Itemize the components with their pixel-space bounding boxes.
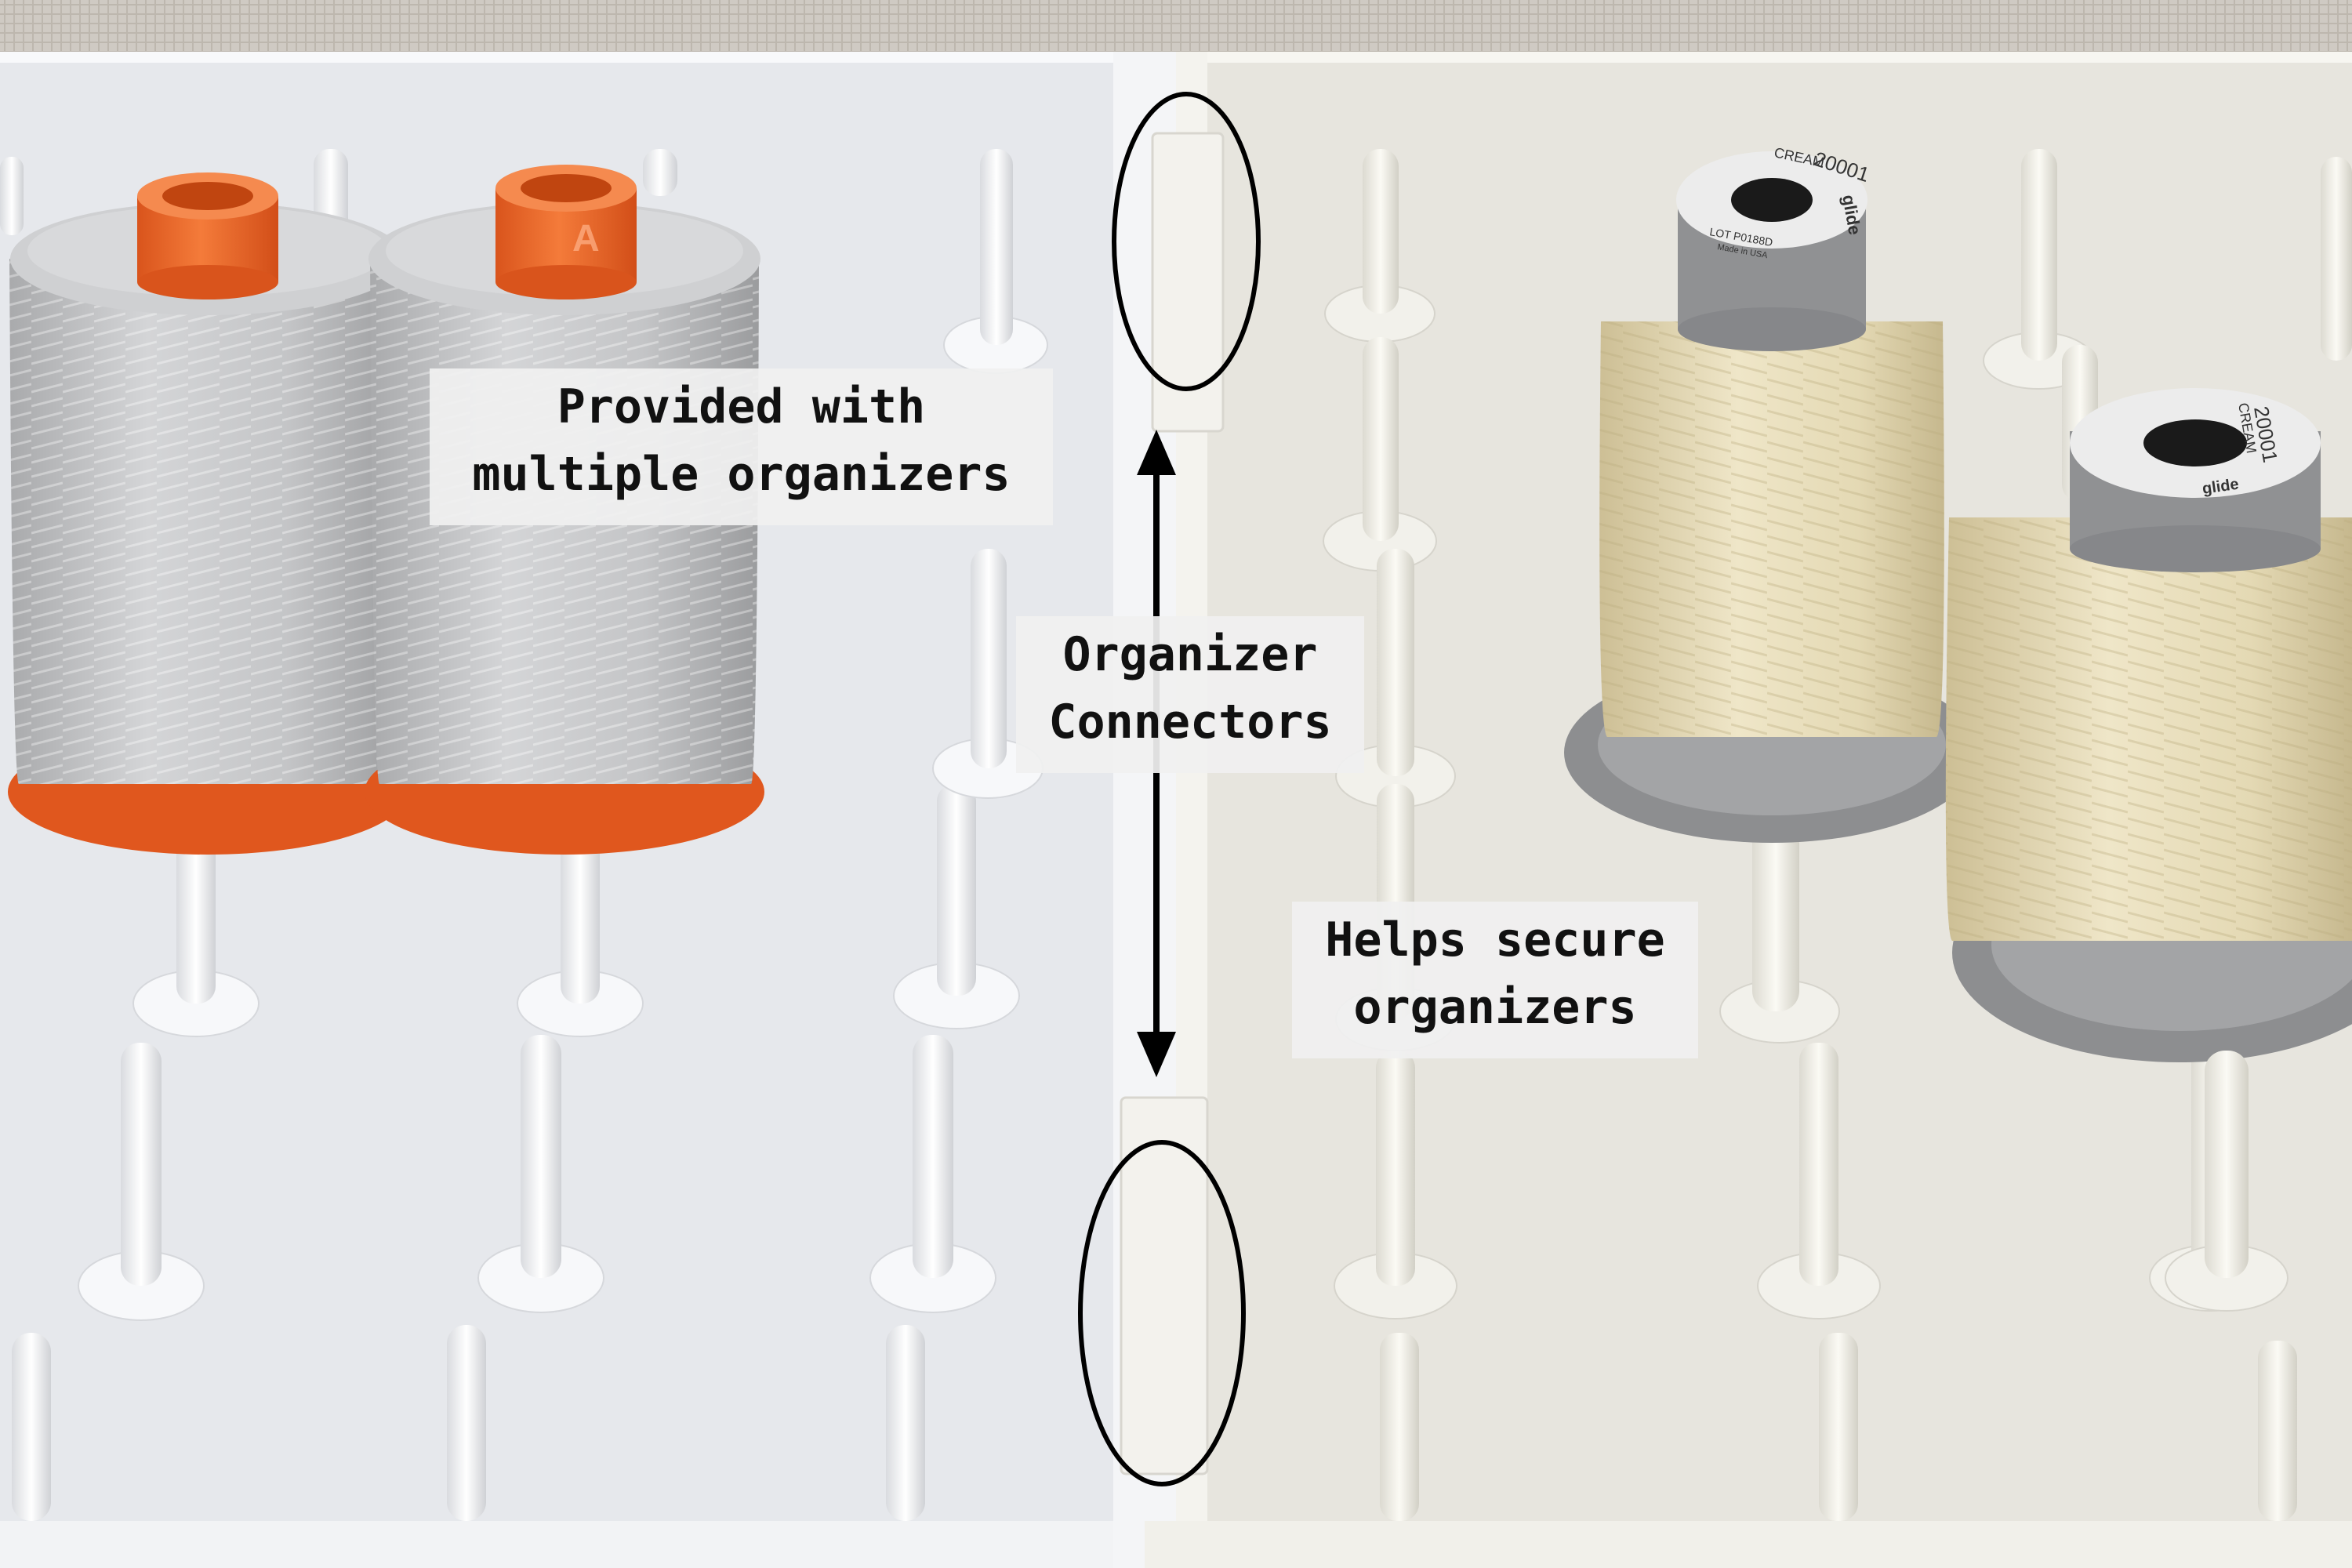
arrow-head-down	[1137, 1032, 1176, 1077]
callout-connectors-line1: Organizer	[1062, 627, 1318, 682]
cream-peg-foreground	[2165, 1051, 2288, 1312]
highlight-ellipse-bottom	[1078, 1140, 1246, 1486]
callout-secure-line1: Helps secure	[1325, 913, 1665, 967]
cream-thread-spool-back: 20001 CREAM glide LOT P0188D Made in USA	[1564, 144, 1980, 843]
callout-connectors-line2: Connectors	[1048, 695, 1332, 750]
callout-provided-line2: multiple organizers	[472, 447, 1011, 502]
connector-bottom	[1120, 1096, 1209, 1475]
cream-thread-spool-front: 20001 CREAM glide	[1945, 388, 2352, 1062]
callout-provided-with-organizers: Provided with multiple organizers	[430, 368, 1053, 525]
grey-thread-spool-left	[8, 172, 408, 855]
connector-top	[1151, 132, 1225, 433]
spool-brand-mark: A	[572, 218, 600, 260]
arrow-head-up	[1137, 430, 1176, 475]
callout-organizer-connectors: Organizer Connectors	[1016, 616, 1364, 773]
highlight-ellipse-top	[1112, 92, 1261, 391]
connector-annotations	[1078, 92, 1261, 1486]
callout-secure-line2: organizers	[1353, 980, 1637, 1035]
callout-helps-secure: Helps secure organizers	[1292, 902, 1698, 1058]
callout-provided-line1: Provided with	[557, 379, 926, 434]
